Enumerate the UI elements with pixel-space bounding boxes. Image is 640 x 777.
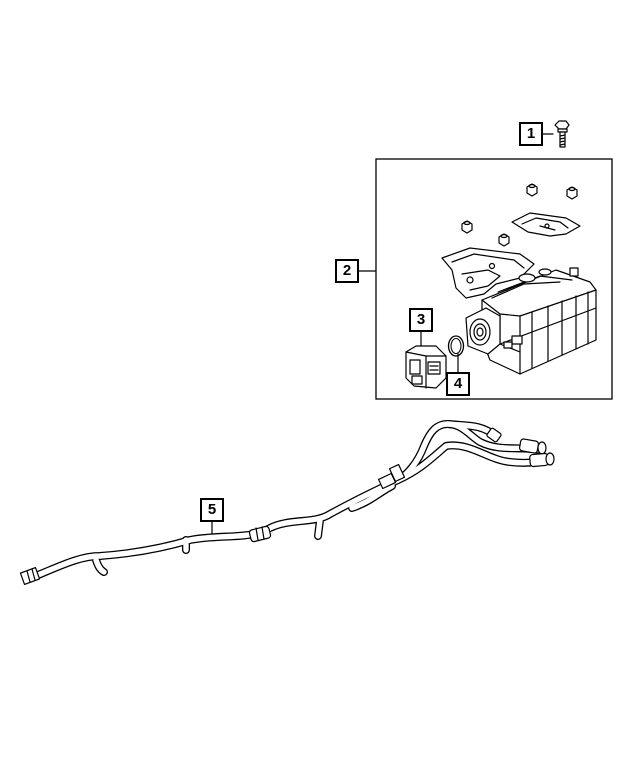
hose-end-cap bbox=[486, 427, 502, 443]
purge-valve bbox=[405, 345, 447, 389]
hose-connector-mid bbox=[248, 525, 272, 543]
canister-group-border bbox=[375, 158, 613, 400]
callout-5[interactable]: 5 bbox=[200, 498, 224, 522]
hose-clip bbox=[377, 463, 406, 490]
nuts bbox=[461, 183, 578, 247]
callout-1[interactable]: 1 bbox=[519, 122, 543, 146]
upper-bracket bbox=[511, 212, 581, 237]
hose-assembly bbox=[19, 420, 555, 585]
callout-2[interactable]: 2 bbox=[335, 259, 359, 283]
o-ring bbox=[447, 335, 465, 357]
hose-connector-left bbox=[19, 567, 41, 585]
vapor-canister bbox=[481, 267, 597, 375]
mounting-bracket bbox=[441, 247, 535, 299]
callout-4[interactable]: 4 bbox=[446, 372, 470, 396]
hose-connector-right-upper bbox=[518, 438, 547, 455]
bolt-part bbox=[554, 120, 570, 148]
hose-connector-right-lower bbox=[529, 452, 555, 468]
callout-3[interactable]: 3 bbox=[409, 308, 433, 332]
canister-port-housing bbox=[465, 307, 501, 355]
